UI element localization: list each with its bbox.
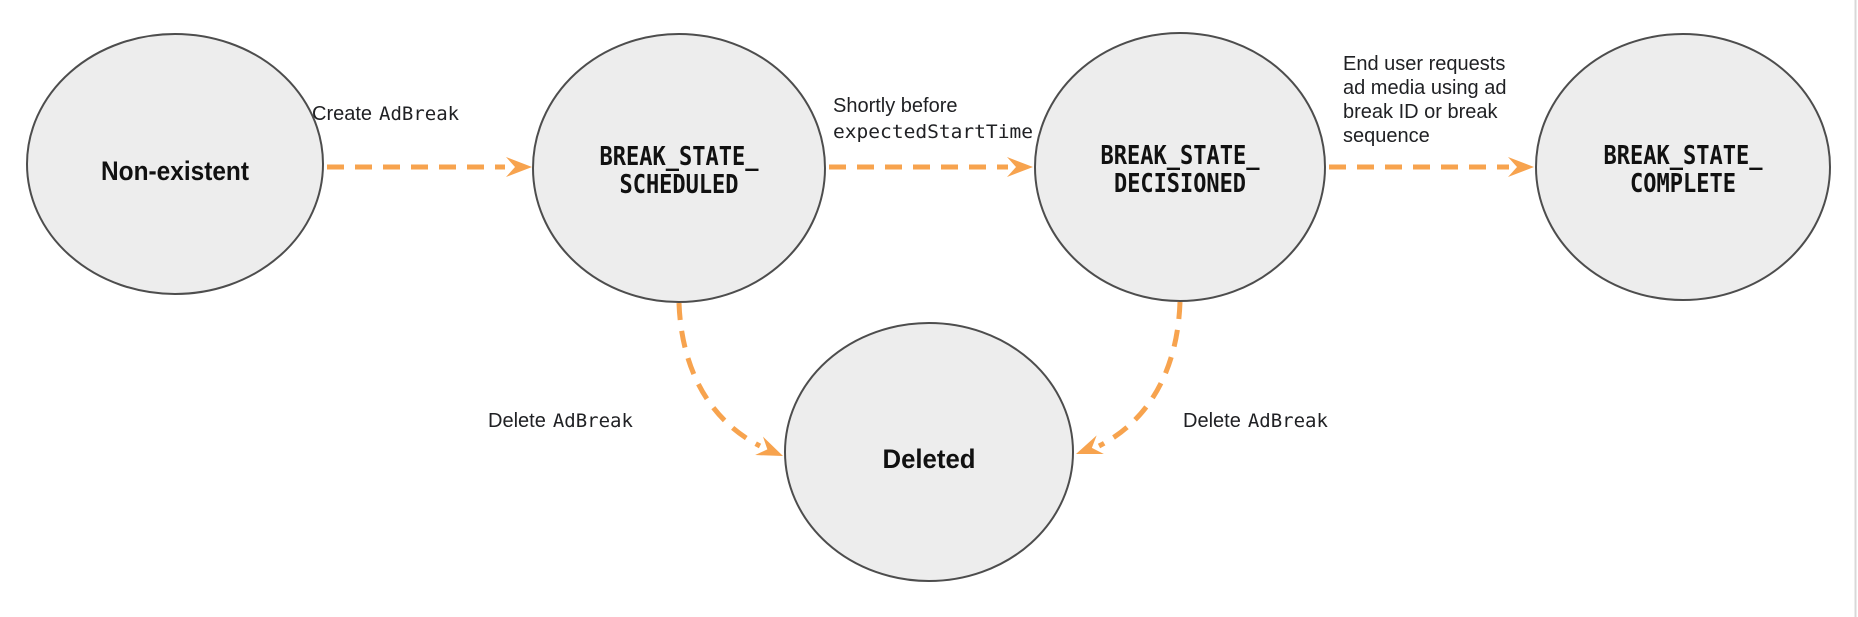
state-circle-deleted — [784, 322, 1074, 582]
arrow-head-icon — [1508, 157, 1534, 177]
state-label-break-state-complete-line1: BREAK_STATE_ — [1604, 141, 1763, 171]
arrow-curve-delete-right — [1097, 301, 1183, 449]
transition-label-create-adbreak-text: Create — [312, 103, 372, 125]
transition-label-delete-adbreak-left: Delete AdBreak — [488, 410, 633, 432]
state-node-break-state-scheduled: BREAK_STATE_ SCHEDULED — [532, 33, 826, 303]
state-circle-break-state-scheduled — [532, 33, 826, 303]
transition-label-end-user-requests-line4: sequence — [1343, 125, 1430, 147]
state-label-break-state-decisioned-line2: DECISIONED — [1114, 169, 1246, 199]
transition-label-delete-left-text: Delete — [488, 410, 546, 432]
arrow-head-icon — [1007, 157, 1033, 177]
transition-end-user-requests: End user requests ad media using ad brea… — [1329, 53, 1534, 177]
state-node-break-state-complete: BREAK_STATE_ COMPLETE — [1535, 33, 1831, 301]
transition-shortly-before-expectedstarttime: Shortly before expectedStartTime — [829, 95, 1033, 177]
arrow-curve-delete-left — [676, 302, 762, 449]
transition-label-delete-right-code: AdBreak — [1248, 410, 1329, 432]
state-node-non-existent: Non-existent — [26, 33, 324, 295]
state-label-break-state-scheduled-line1: BREAK_STATE_ — [600, 142, 759, 172]
transition-label-end-user-requests-line3: break ID or break — [1343, 101, 1499, 123]
state-circle-break-state-decisioned — [1034, 32, 1326, 302]
state-label-break-state-scheduled-line2: SCHEDULED — [620, 170, 739, 200]
state-circle-break-state-complete — [1535, 33, 1831, 301]
transition-label-create-adbreak-code: AdBreak — [379, 103, 460, 125]
state-label-non-existent: Non-existent — [101, 156, 249, 186]
transition-create-adbreak: Create AdBreak — [312, 103, 532, 177]
transition-label-end-user-requests-line1: End user requests — [1343, 53, 1505, 75]
transition-label-delete-left-code: AdBreak — [553, 410, 634, 432]
state-label-break-state-decisioned-line1: BREAK_STATE_ — [1101, 141, 1260, 171]
state-node-break-state-decisioned: BREAK_STATE_ DECISIONED — [1034, 32, 1326, 302]
transition-label-create-adbreak: Create AdBreak — [312, 103, 460, 125]
arrow-head-icon — [1076, 435, 1104, 455]
transition-label-shortly-before-line2-code: expectedStartTime — [833, 121, 1033, 143]
transition-label-delete-right-text: Delete — [1183, 410, 1241, 432]
arrow-head-icon — [755, 436, 783, 456]
state-node-deleted: Deleted — [784, 322, 1074, 582]
transition-label-delete-adbreak-right: Delete AdBreak — [1183, 410, 1328, 432]
state-circle-non-existent — [26, 33, 324, 295]
arrow-head-icon — [506, 157, 532, 177]
transition-delete-adbreak-from-scheduled: Delete AdBreak — [488, 302, 783, 456]
state-label-deleted: Deleted — [883, 444, 976, 474]
transition-label-shortly-before-line1: Shortly before — [833, 95, 958, 117]
transition-label-end-user-requests-line2: ad media using ad — [1343, 77, 1506, 99]
state-label-break-state-complete-line2: COMPLETE — [1630, 169, 1736, 199]
transition-delete-adbreak-from-decisioned: Delete AdBreak — [1076, 301, 1328, 455]
